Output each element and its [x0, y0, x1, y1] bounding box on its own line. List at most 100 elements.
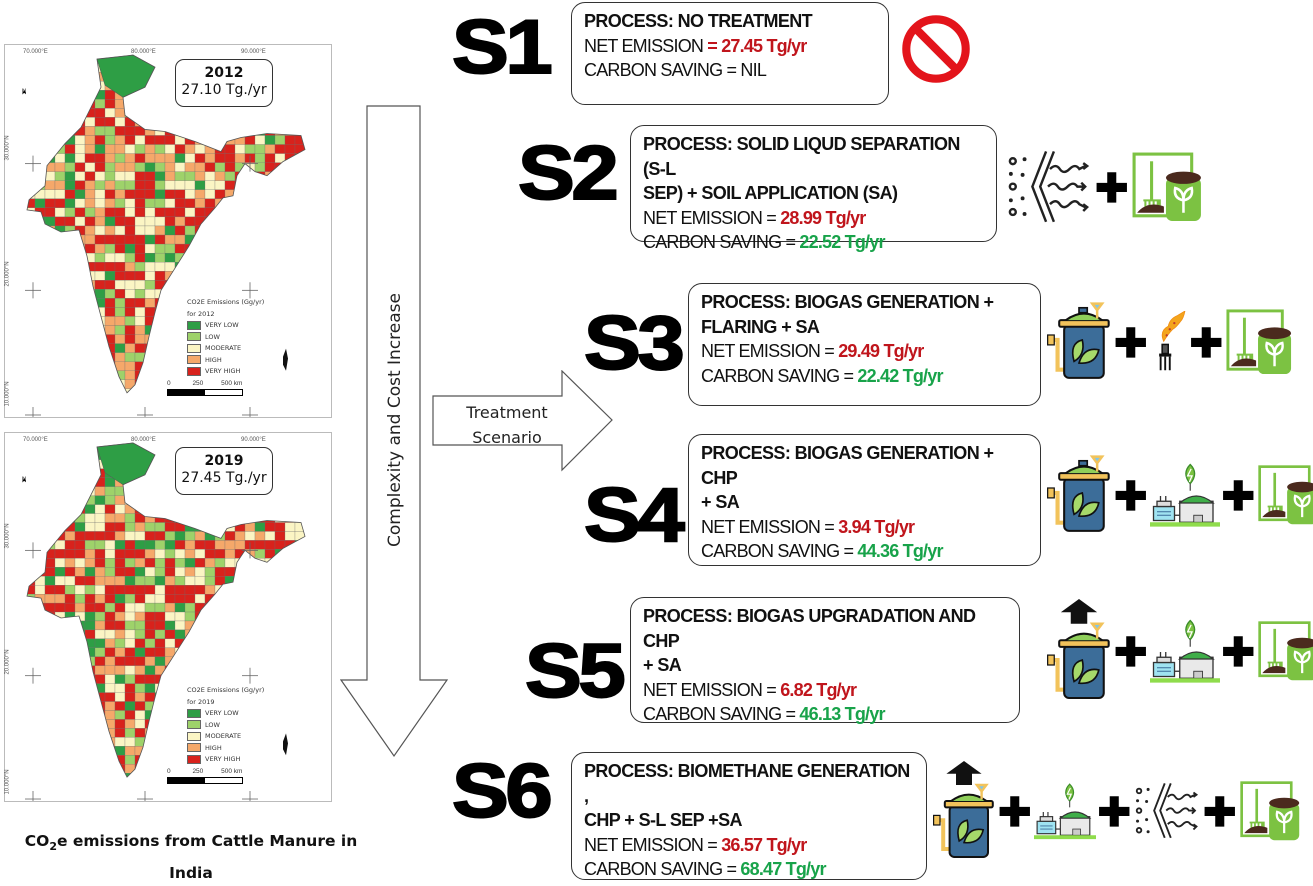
legend-swatch	[187, 366, 201, 376]
scale-bar-graphic	[167, 389, 243, 396]
lon-tick: 90.000°E	[241, 437, 266, 443]
carbon-saving-label: CARBON SAVING =	[643, 232, 800, 252]
graticule-cross	[242, 542, 258, 559]
biogas-upgrade-icon	[1046, 599, 1112, 706]
lat-tick: 20.000°N	[4, 649, 11, 675]
lat-tick: 20.000°N	[4, 261, 11, 287]
scale-bar: 0 250 500 km	[167, 380, 243, 396]
north-arrow-icon: N	[22, 89, 27, 95]
caption-text: e emissions from Cattle Manure in	[56, 832, 358, 850]
legend-swatch	[187, 754, 201, 764]
process-line: PROCESS: BIOMETHANE GENERATION ,	[584, 761, 910, 806]
legend-item: VERY HIGH	[187, 366, 264, 378]
lon-tick: 70.000°E	[23, 49, 48, 55]
legend-swatch	[187, 731, 201, 741]
graticule-cross	[242, 406, 258, 417]
process-line: FLARING + SA	[701, 316, 820, 337]
lat-tick: 10.000°N	[4, 381, 11, 407]
plus-icon: ✚	[998, 791, 1032, 835]
legend-swatch	[187, 343, 201, 353]
legend-item: HIGH	[187, 355, 264, 367]
plus-icon: ✚	[1114, 631, 1148, 675]
graticule-cross	[25, 542, 41, 559]
caption-subscript: 2	[49, 840, 57, 854]
scenario-id-label: S5	[524, 628, 627, 715]
scenario-box-s5: PROCESS: BIOGAS UPGRADATION AND CHP + SA…	[630, 597, 1020, 724]
net-emission-label: NET EMISSION	[701, 341, 821, 361]
treatment-label-line2: Scenario	[472, 428, 542, 447]
north-arrow-icon: N	[22, 477, 27, 483]
plus-icon: ✚	[1221, 475, 1256, 519]
carbon-saving-row: CARBON SAVING = 44.36 Tg/yr	[701, 539, 1028, 564]
plus-icon: ✚	[1189, 322, 1224, 366]
carbon-saving-value: 68.47 Tg/yr	[740, 859, 826, 879]
figure-caption: CO2e emissions from Cattle Manure in Ind…	[0, 828, 382, 886]
map-year: 2012	[204, 65, 244, 81]
legend-label: VERY HIGH	[205, 367, 241, 375]
legend-label: VERY LOW	[205, 709, 239, 717]
complexity-down-arrow	[340, 105, 449, 758]
legend-label: HIGH	[205, 743, 222, 752]
graticule-cross	[242, 155, 258, 172]
scale-label: 0	[167, 768, 171, 775]
lon-tick: 80.000°E	[131, 49, 156, 55]
chp-plant-icon	[1033, 781, 1096, 845]
net-emission-row: NET EMISSION = 6.82 Tg/yr	[643, 678, 1007, 703]
equals-sign: =	[707, 35, 718, 56]
soil-application-icon	[1239, 780, 1301, 847]
india-choropleth-map	[25, 442, 306, 801]
net-emission-value: 36.57 Tg/yr	[721, 834, 807, 855]
scenario-id-label: S6	[451, 748, 554, 835]
process-icons-s3: ✚✚	[1046, 285, 1293, 403]
year-total-box: 2019 27.45 Tg./yr	[175, 447, 273, 495]
carbon-saving-label: CARBON SAVING =	[643, 704, 800, 724]
map-2012: 70.000°E 80.000°E 90.000°E 30.000°N 20.0…	[4, 44, 332, 418]
lat-tick: 30.000°N	[4, 135, 11, 161]
lon-tick: 80.000°E	[131, 437, 156, 443]
legend-swatch	[187, 320, 201, 330]
net-emission-label: NET EMISSION	[584, 35, 704, 56]
carbon-saving-row: CARBON SAVING = NIL	[584, 58, 876, 83]
solid-liquid-separation-icon	[1133, 780, 1201, 846]
legend-swatch	[187, 355, 201, 364]
process-line: PROCESS: BIOGAS UPGRADATION AND CHP	[643, 606, 976, 651]
legend-title: CO2E Emissions (Gg/yr)	[187, 298, 265, 306]
process-icons-s2: ✚	[1005, 130, 1203, 248]
legend-label: VERY LOW	[205, 321, 239, 329]
net-emission-row: NET EMISSION = 27.45 Tg/yr	[584, 34, 876, 59]
net-emission-label: NET EMISSION	[643, 679, 763, 700]
process-line: CHP + S-L SEP +SA	[584, 810, 742, 830]
carbon-saving-label: CARBON SAVING =	[584, 60, 741, 80]
plus-icon: ✚	[1097, 791, 1132, 835]
graticule-cross	[137, 406, 153, 417]
process-line: + SA	[701, 492, 740, 512]
biogas-digester-icon	[1046, 455, 1112, 539]
carbon-saving-value: 22.42 Tg/yr	[857, 365, 943, 386]
scenario-id-label: S1	[451, 4, 554, 91]
scale-label: 250	[192, 768, 204, 775]
equals-sign: =	[707, 834, 718, 855]
carbon-saving-row: CARBON SAVING = 22.52 Tg/yr	[643, 230, 984, 255]
scenario-box-s1: PROCESS: NO TREATMENT NET EMISSION = 27.…	[571, 2, 889, 105]
scale-label: 0	[167, 380, 171, 387]
legend-item: VERY HIGH	[187, 754, 264, 766]
scenario-box-s4: PROCESS: BIOGAS GENERATION + CHP + SA NE…	[688, 434, 1041, 566]
map-legend: CO2E Emissions (Gg/yr) for 2019 VERY LOW…	[187, 685, 264, 766]
legend-label: LOW	[205, 720, 220, 729]
flare-icon	[1150, 310, 1188, 377]
process-line: PROCESS: BIOGAS GENERATION +	[701, 292, 994, 312]
graticule-cross	[25, 282, 41, 299]
chp-plant-icon	[1149, 617, 1220, 689]
scale-label: 500 km	[221, 768, 243, 775]
biogas-digester-icon	[1046, 302, 1112, 386]
graticule-cross	[242, 667, 258, 684]
legend-swatch	[187, 743, 201, 752]
lon-tick: 90.000°E	[241, 49, 266, 55]
carbon-saving-value: 22.52 Tg/yr	[799, 232, 885, 252]
carbon-saving-value: 46.13 Tg/yr	[799, 704, 885, 724]
process-line: + SA	[643, 655, 682, 675]
legend-subtitle: for 2019	[187, 697, 215, 706]
soil-application-icon	[1225, 308, 1293, 381]
map-total-emission: 27.10 Tg./yr	[181, 82, 267, 98]
map-2019: 70.000°E 80.000°E 90.000°E 30.000°N 20.0…	[4, 432, 332, 802]
